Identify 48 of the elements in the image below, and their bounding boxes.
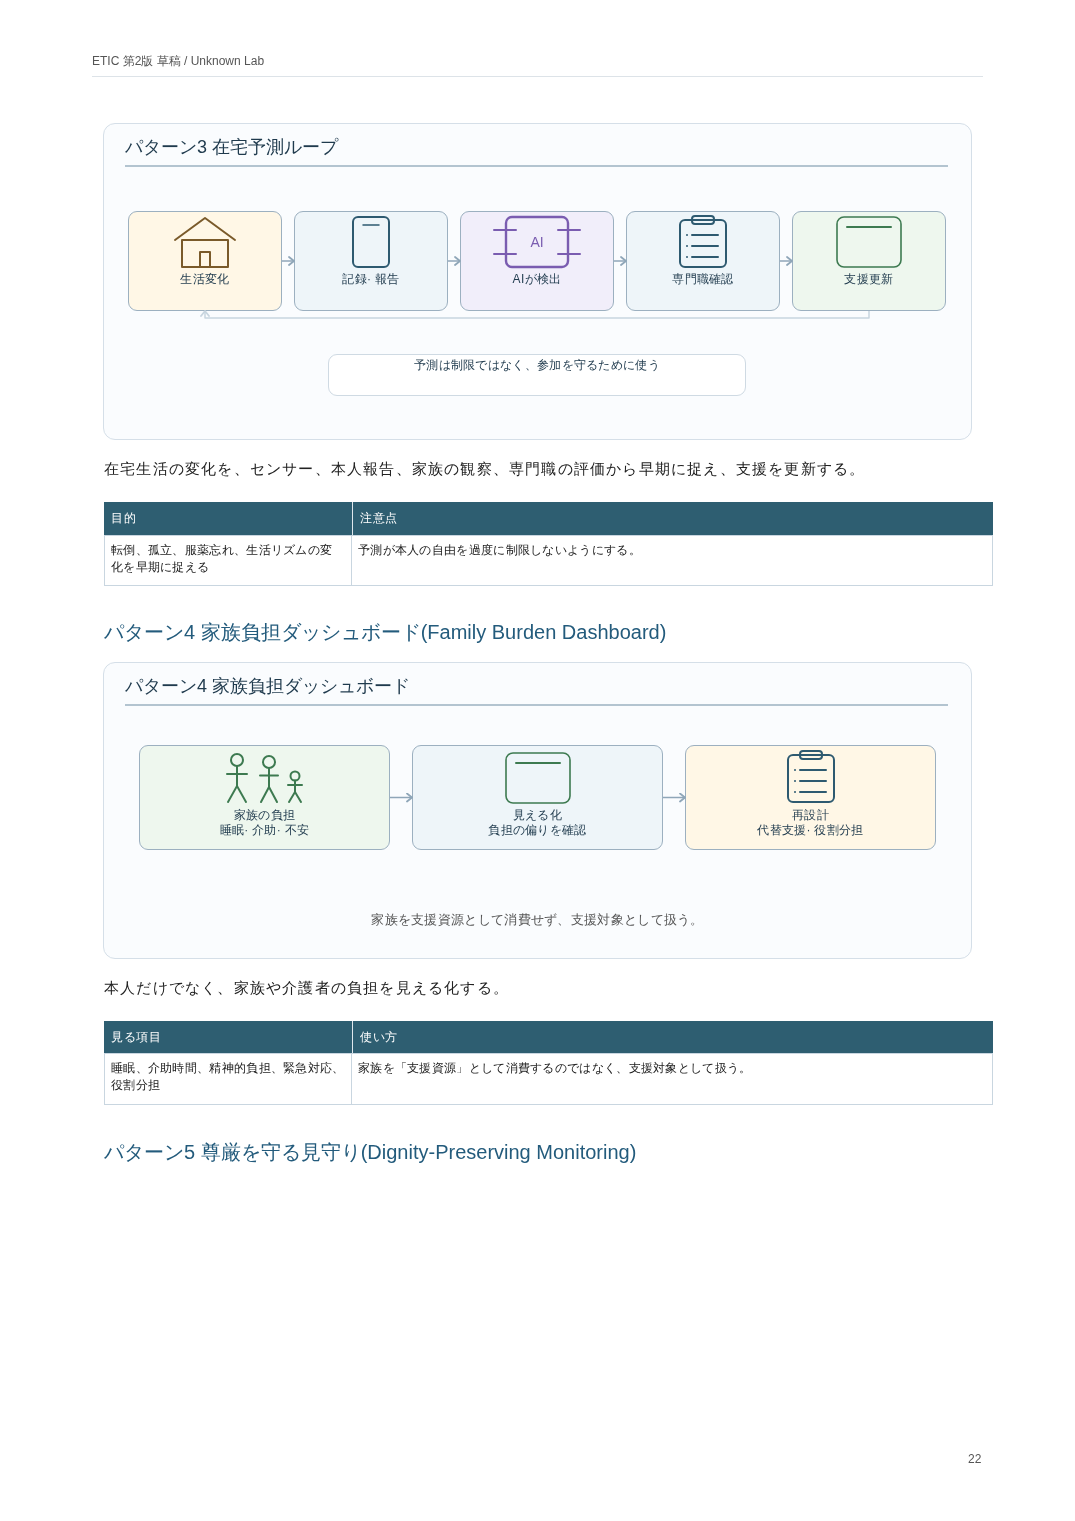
diagram-panel (103, 123, 972, 440)
arrow (281, 256, 295, 266)
process-box (460, 211, 614, 311)
note-box (328, 354, 746, 396)
arrow (779, 256, 793, 266)
body-text: 在宅生活の変化を、センサー、本人報告、家族の観察、専門職の評価から早期に捉え、支援を更新する。 (104, 459, 866, 479)
box-label: 家族の負担 (233, 808, 296, 823)
box-label: 生活変化 (180, 272, 230, 287)
section-heading: パターン5 尊厳を守る見守り(Dignity-Preserving Monitoring) (104, 1140, 637, 1165)
arrow (613, 256, 627, 266)
arrow (447, 256, 461, 266)
table-cell: 睡眠、介助時間、精神的負担、緊急対応、役割分担 (104, 1053, 352, 1105)
chip-label: AI (530, 234, 544, 250)
table-header-cell: 注意点 (352, 502, 993, 535)
box-label: 記録· 報告 (342, 272, 400, 287)
arrow (200, 310, 870, 319)
section-heading: パターン4 家族負担ダッシュボード(Family Burden Dashboard) (104, 620, 667, 645)
page-header: ETIC 第2版 草稿 / Unknown Lab (92, 53, 265, 69)
table-cell: 予測が本人の自由を過度に制限しないようにする。 (352, 535, 993, 586)
page-number: 22 (968, 1451, 982, 1467)
panel-title: パターン4 家族負担ダッシュボード (125, 675, 410, 698)
arrow (662, 792, 686, 803)
table-header-cell: 見る項目 (104, 1021, 352, 1053)
box-label: 代替支援· 役割分担 (757, 823, 864, 838)
table-cell: 転倒、孤立、服薬忘れ、生活リズムの変化を早期に捉える (104, 535, 352, 586)
box-label: 支援更新 (844, 272, 894, 287)
process-box (128, 211, 282, 311)
box-label: 再設計 (792, 808, 829, 823)
box-label: 専門職確認 (672, 272, 734, 287)
box-label: 負担の偏りを確認 (488, 823, 587, 838)
table-header-cell: 目的 (104, 502, 352, 535)
body-text: 本人だけでなく、家族や介護者の負担を見える化する。 (104, 978, 509, 998)
diagram-panel (103, 662, 972, 959)
process-box (792, 211, 946, 311)
process-box (294, 211, 448, 311)
process-box (139, 745, 390, 850)
process-box (685, 745, 936, 850)
table-cell: 家族を「支援資源」として消費するのではなく、支援対象として扱う。 (352, 1053, 993, 1105)
box-label: AIが検出 (512, 272, 562, 287)
process-box (412, 745, 663, 850)
box-label: 見える化 (512, 808, 563, 823)
panel-note: 家族を支援資源として消費せず、支援対象として扱う。 (371, 913, 704, 928)
arrow (389, 792, 413, 803)
box-label: 睡眠· 介助· 不安 (219, 823, 310, 838)
note-text: 予測は制限ではなく、参加を守るために使う (414, 358, 660, 373)
panel-title: パターン3 在宅予測ループ (125, 136, 338, 159)
table-header-cell: 使い方 (352, 1021, 993, 1053)
process-box (626, 211, 780, 311)
